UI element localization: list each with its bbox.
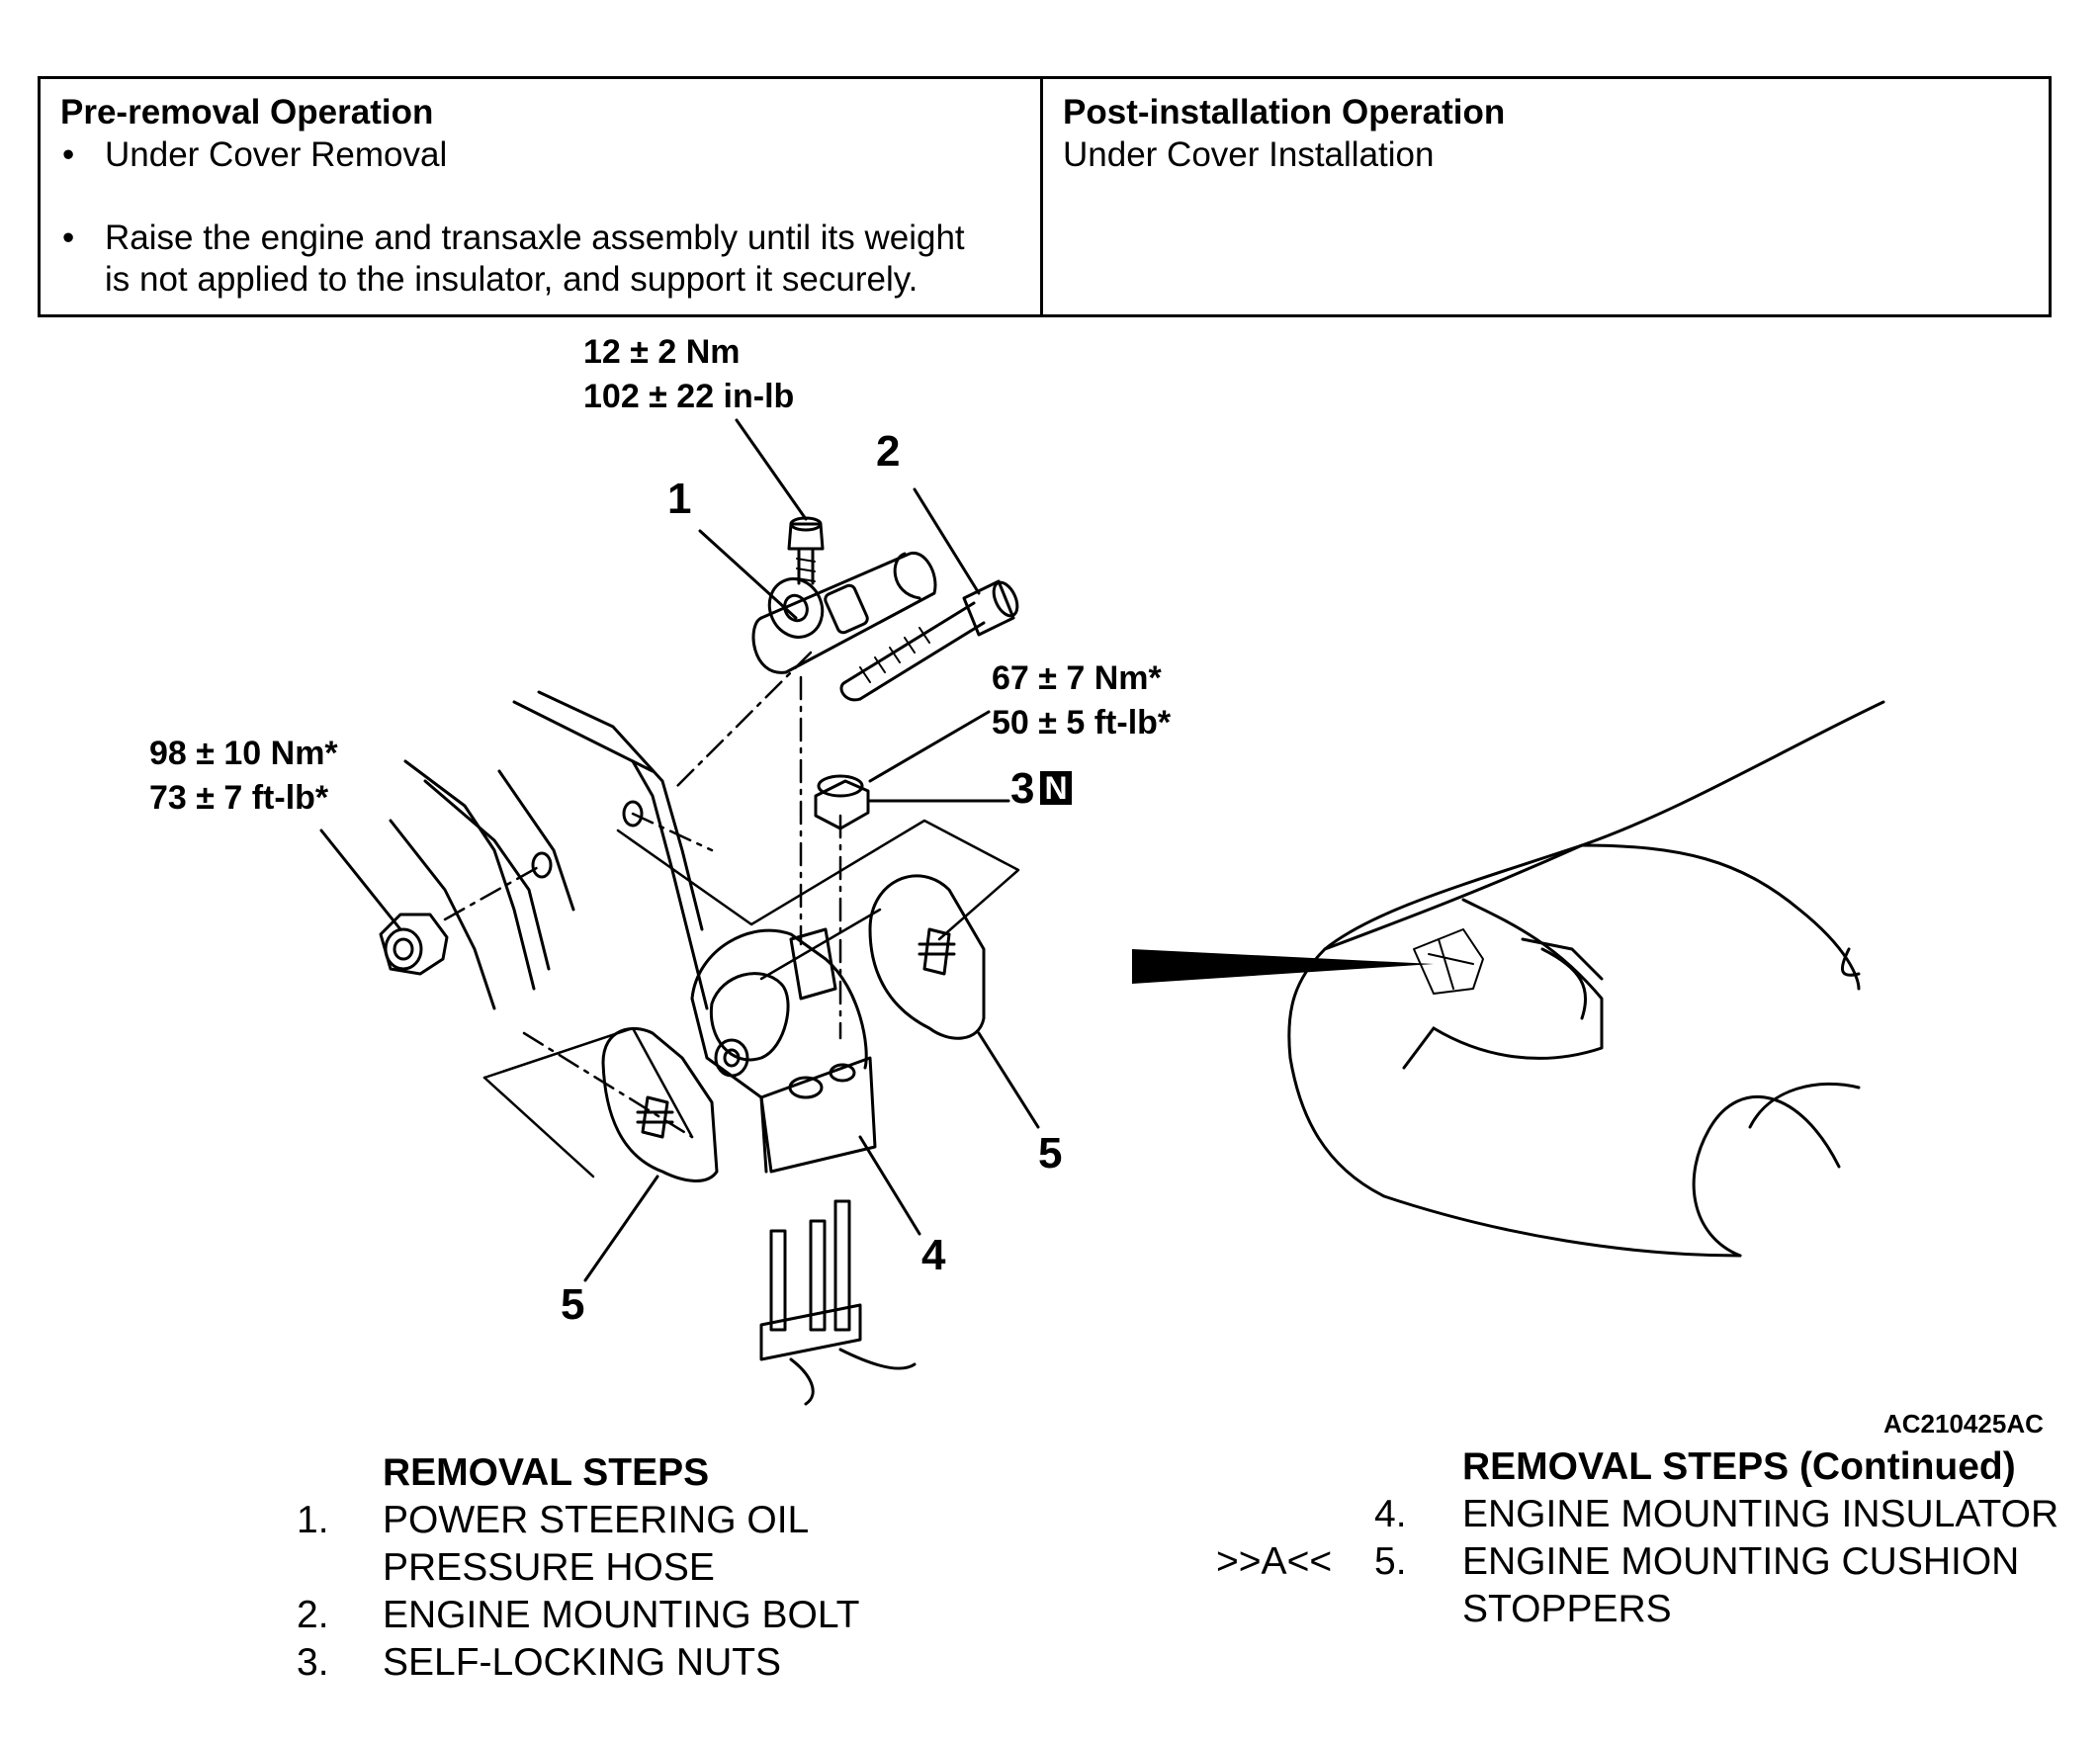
pre-removal-item-text: Under Cover Removal: [105, 135, 448, 174]
callout-3-number: 3: [1010, 764, 1035, 813]
bullet: •: [62, 135, 75, 174]
torque-nut-label: 67 ± 7 Nm* 50 ± 5 ft-lb*: [992, 656, 1171, 745]
engine-mounting-bolt: [839, 579, 1019, 702]
callout-1: 1: [667, 475, 692, 523]
torque-imperial: 73 ± 7 ft-lb*: [149, 779, 329, 817]
pre-removal-item: • Under Cover Removal: [60, 134, 1020, 176]
post-installation-heading: Post-installation Operation: [1063, 93, 1506, 131]
callout-4: 4: [921, 1231, 946, 1279]
removal-step: 1. POWER STEERING OIL PRESSURE HOSE: [297, 1497, 989, 1592]
step-number: 3.: [297, 1641, 329, 1684]
hose-clamp-bolt: [787, 516, 825, 585]
removal-steps-title: REMOVAL STEPS: [383, 1451, 710, 1494]
callout-2: 2: [876, 427, 901, 476]
step-text: SELF-LOCKING NUTS: [383, 1641, 782, 1684]
bullet: •: [62, 218, 75, 257]
figure-code: AC210425AC: [1883, 1409, 2044, 1439]
step-text: POWER STEERING OIL: [383, 1499, 810, 1541]
step-number: 2.: [297, 1594, 329, 1636]
step-number: 5.: [1374, 1540, 1407, 1583]
step-text: STOPPERS: [1462, 1588, 1672, 1630]
torque-metric: 67 ± 7 Nm*: [992, 659, 1162, 697]
torque-metric: 98 ± 10 Nm*: [149, 735, 338, 772]
step-text: ENGINE MOUNTING INSULATOR: [1462, 1493, 2059, 1535]
pre-removal-item-text-line: is not applied to the insulator, and sup…: [105, 260, 919, 299]
side-nut: [379, 913, 449, 976]
pre-removal-heading: Pre-removal Operation: [60, 93, 434, 131]
transaxle-housing: [389, 690, 709, 1010]
mount-location-detail: [1413, 928, 1484, 995]
removal-step: 2. ENGINE MOUNTING BOLT: [297, 1592, 989, 1639]
callout-5-right: 5: [1038, 1129, 1063, 1178]
torque-bolt-label: 12 ± 2 Nm 102 ± 22 in-lb: [583, 330, 794, 419]
self-locking-nut: [814, 774, 870, 830]
engine-mounting-insulator: [690, 927, 877, 1174]
torque-imperial: 102 ± 22 in-lb: [583, 378, 795, 415]
post-installation-column: Post-installation Operation Under Cover …: [1043, 79, 2049, 314]
torque-metric: 12 ± 2 Nm: [583, 333, 741, 371]
location-pointer: [1132, 949, 1434, 984]
cushion-stopper-left: [601, 1026, 719, 1182]
new-part-badge: N: [1040, 771, 1072, 805]
step-number: 1.: [297, 1499, 329, 1541]
step-number: 4.: [1374, 1493, 1407, 1535]
pre-removal-item: • Raise the engine and transaxle assembl…: [60, 218, 1020, 301]
leader-lines: [319, 418, 1040, 1282]
cushion-stopper-right: [868, 874, 986, 1040]
callout-5-left: 5: [561, 1280, 585, 1329]
step-marker: >>A<<: [1216, 1540, 1333, 1583]
mounting-plane-lines: [482, 819, 1020, 1178]
torque-imperial: 50 ± 5 ft-lb*: [992, 704, 1172, 742]
step-text: ENGINE MOUNTING CUSHION: [1462, 1540, 2020, 1583]
vehicle-outline: [1287, 700, 1885, 1258]
removal-step: 3. SELF-LOCKING NUTS: [297, 1639, 989, 1687]
removal-step: >>A<< 5. ENGINE MOUNTING CUSHION STOPPER…: [1216, 1538, 2086, 1633]
pre-removal-column: Pre-removal Operation • Under Cover Remo…: [41, 79, 1043, 314]
torque-side-label: 98 ± 10 Nm* 73 ± 7 ft-lb*: [149, 732, 338, 821]
removal-steps-continued-title: REMOVAL STEPS (Continued): [1462, 1445, 2016, 1488]
power-steering-hose: [751, 551, 937, 674]
step-text: ENGINE MOUNTING BOLT: [383, 1594, 860, 1636]
jack-support: [759, 1199, 917, 1406]
removal-step: 4. ENGINE MOUNTING INSULATOR: [1216, 1491, 2086, 1538]
centre-lines: [443, 651, 842, 1139]
post-installation-text: Under Cover Installation: [1063, 135, 1435, 174]
operations-table: Pre-removal Operation • Under Cover Remo…: [38, 76, 2052, 317]
step-text: PRESSURE HOSE: [383, 1546, 715, 1589]
pre-removal-item-text-line: Raise the engine and transaxle assembly …: [105, 218, 965, 257]
